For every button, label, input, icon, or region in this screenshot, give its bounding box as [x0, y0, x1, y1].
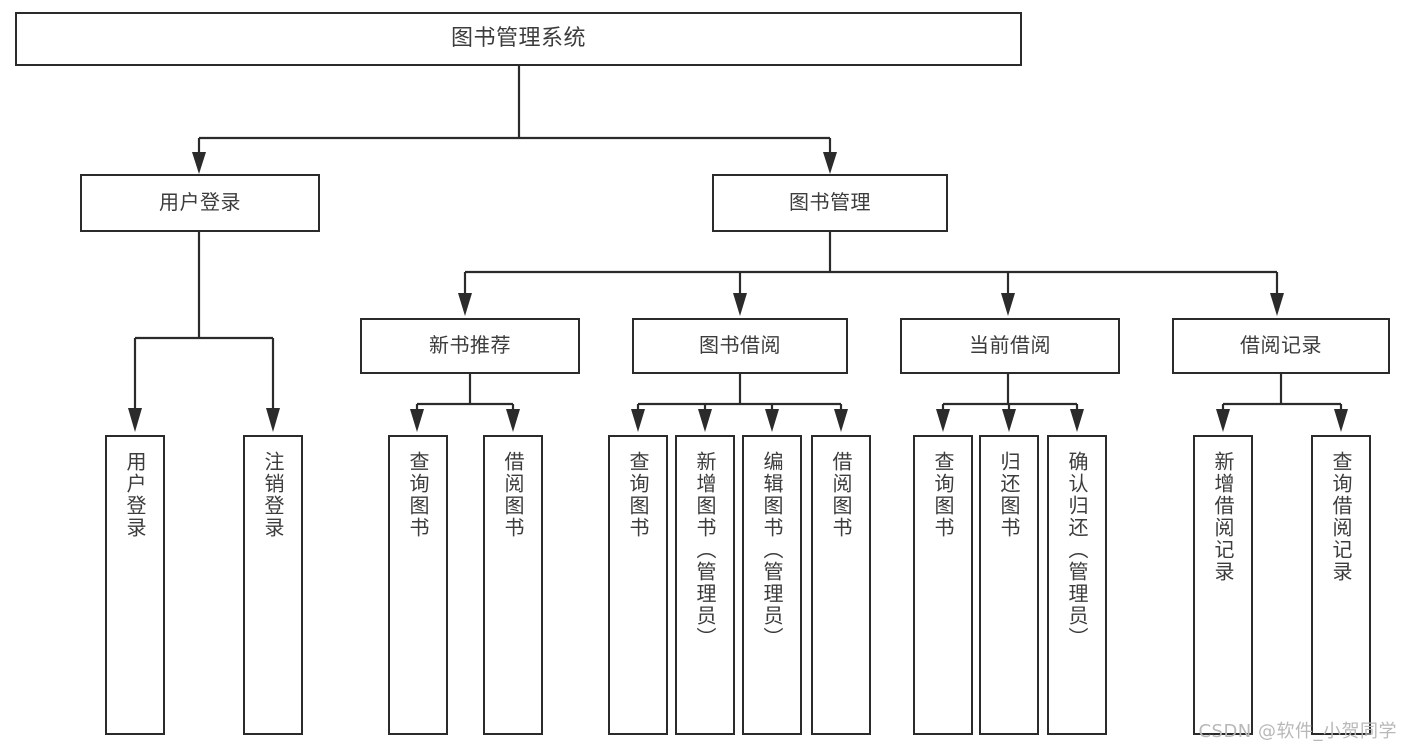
- arrowhead-leaf-logout: [266, 408, 280, 432]
- node-label: 新书推荐: [429, 333, 511, 358]
- arrowhead-bookborrow: [733, 293, 747, 316]
- node-label: 归还图书: [997, 451, 1021, 539]
- leaf-book-borrow-edit-book-admin[interactable]: 编辑图书（管理员）: [742, 435, 802, 735]
- node-label: 查询借阅记录: [1329, 451, 1353, 583]
- arrowhead-book-manage: [823, 152, 837, 174]
- leaf-borrow-record-query-record[interactable]: 查询借阅记录: [1311, 435, 1371, 735]
- leaf-book-borrow-borrow-book[interactable]: 借阅图书: [811, 435, 871, 735]
- node-label: 确认归还（管理员）: [1065, 451, 1089, 649]
- leaf-borrow-record-add-record[interactable]: 新增借阅记录: [1193, 435, 1253, 735]
- node-label: 编辑图书（管理员）: [760, 451, 784, 649]
- leaf-new-book-query-book[interactable]: 查询图书: [388, 435, 448, 735]
- node-new-book-recommend[interactable]: 新书推荐: [360, 318, 580, 374]
- leaf-current-borrow-return-book[interactable]: 归还图书: [979, 435, 1039, 735]
- node-label: 用户登录: [123, 451, 147, 539]
- watermark: CSDN @软件_小贺同学: [1198, 721, 1397, 742]
- arrowhead-bookborrow-leaf-1: [631, 409, 645, 432]
- arrowhead-bookborrow-leaf-4: [834, 409, 848, 432]
- node-label: 借阅图书: [501, 451, 525, 539]
- node-label: 查询图书: [626, 451, 650, 539]
- leaf-current-borrow-query-book[interactable]: 查询图书: [913, 435, 973, 735]
- arrowhead-newbook: [458, 293, 472, 316]
- arrowhead-leaf-user-login: [128, 408, 142, 432]
- node-user-login[interactable]: 用户登录: [80, 174, 320, 232]
- node-label: 新增借阅记录: [1211, 451, 1235, 583]
- arrowhead-newbook-leaf-1: [410, 409, 424, 432]
- arrowhead-bookborrow-leaf-3: [765, 409, 779, 432]
- arrowhead-user-login: [192, 152, 206, 174]
- node-label: 查询图书: [931, 451, 955, 539]
- node-book-management[interactable]: 图书管理: [712, 174, 948, 232]
- arrowhead-bookborrow-leaf-2: [698, 409, 712, 432]
- node-book-borrow[interactable]: 图书借阅: [632, 318, 848, 374]
- arrowhead-borrowrecord-leaf-1: [1216, 409, 1230, 432]
- node-borrow-record[interactable]: 借阅记录: [1172, 318, 1390, 374]
- arrowhead-currentborrow: [1001, 293, 1015, 316]
- arrowhead-currentborrow-leaf-1: [936, 409, 950, 432]
- node-label: 当前借阅: [969, 333, 1051, 358]
- node-label: 图书借阅: [699, 333, 781, 358]
- leaf-book-borrow-query-book[interactable]: 查询图书: [608, 435, 668, 735]
- arrowhead-currentborrow-leaf-2: [1002, 409, 1016, 432]
- node-label: 图书管理系统: [450, 26, 586, 52]
- node-label: 新增图书（管理员）: [693, 451, 717, 649]
- leaf-user-login-login[interactable]: 用户登录: [105, 435, 165, 735]
- arrowhead-borrowrecord-leaf-2: [1334, 409, 1348, 432]
- node-label: 借阅记录: [1240, 333, 1322, 358]
- leaf-current-borrow-confirm-return-admin[interactable]: 确认归还（管理员）: [1047, 435, 1107, 735]
- node-label: 查询图书: [406, 451, 430, 539]
- node-label: 借阅图书: [829, 451, 853, 539]
- leaf-book-borrow-add-book-admin[interactable]: 新增图书（管理员）: [675, 435, 735, 735]
- arrowhead-borrowrecord: [1270, 293, 1284, 316]
- node-label: 注销登录: [261, 451, 285, 539]
- node-current-borrow[interactable]: 当前借阅: [900, 318, 1120, 374]
- node-label: 用户登录: [159, 190, 241, 215]
- node-root-library-system[interactable]: 图书管理系统: [15, 12, 1022, 66]
- arrowhead-newbook-leaf-2: [506, 409, 520, 432]
- leaf-new-book-borrow-book[interactable]: 借阅图书: [483, 435, 543, 735]
- node-label: 图书管理: [789, 190, 871, 215]
- arrowhead-currentborrow-leaf-3: [1070, 409, 1084, 432]
- leaf-user-login-logout[interactable]: 注销登录: [243, 435, 303, 735]
